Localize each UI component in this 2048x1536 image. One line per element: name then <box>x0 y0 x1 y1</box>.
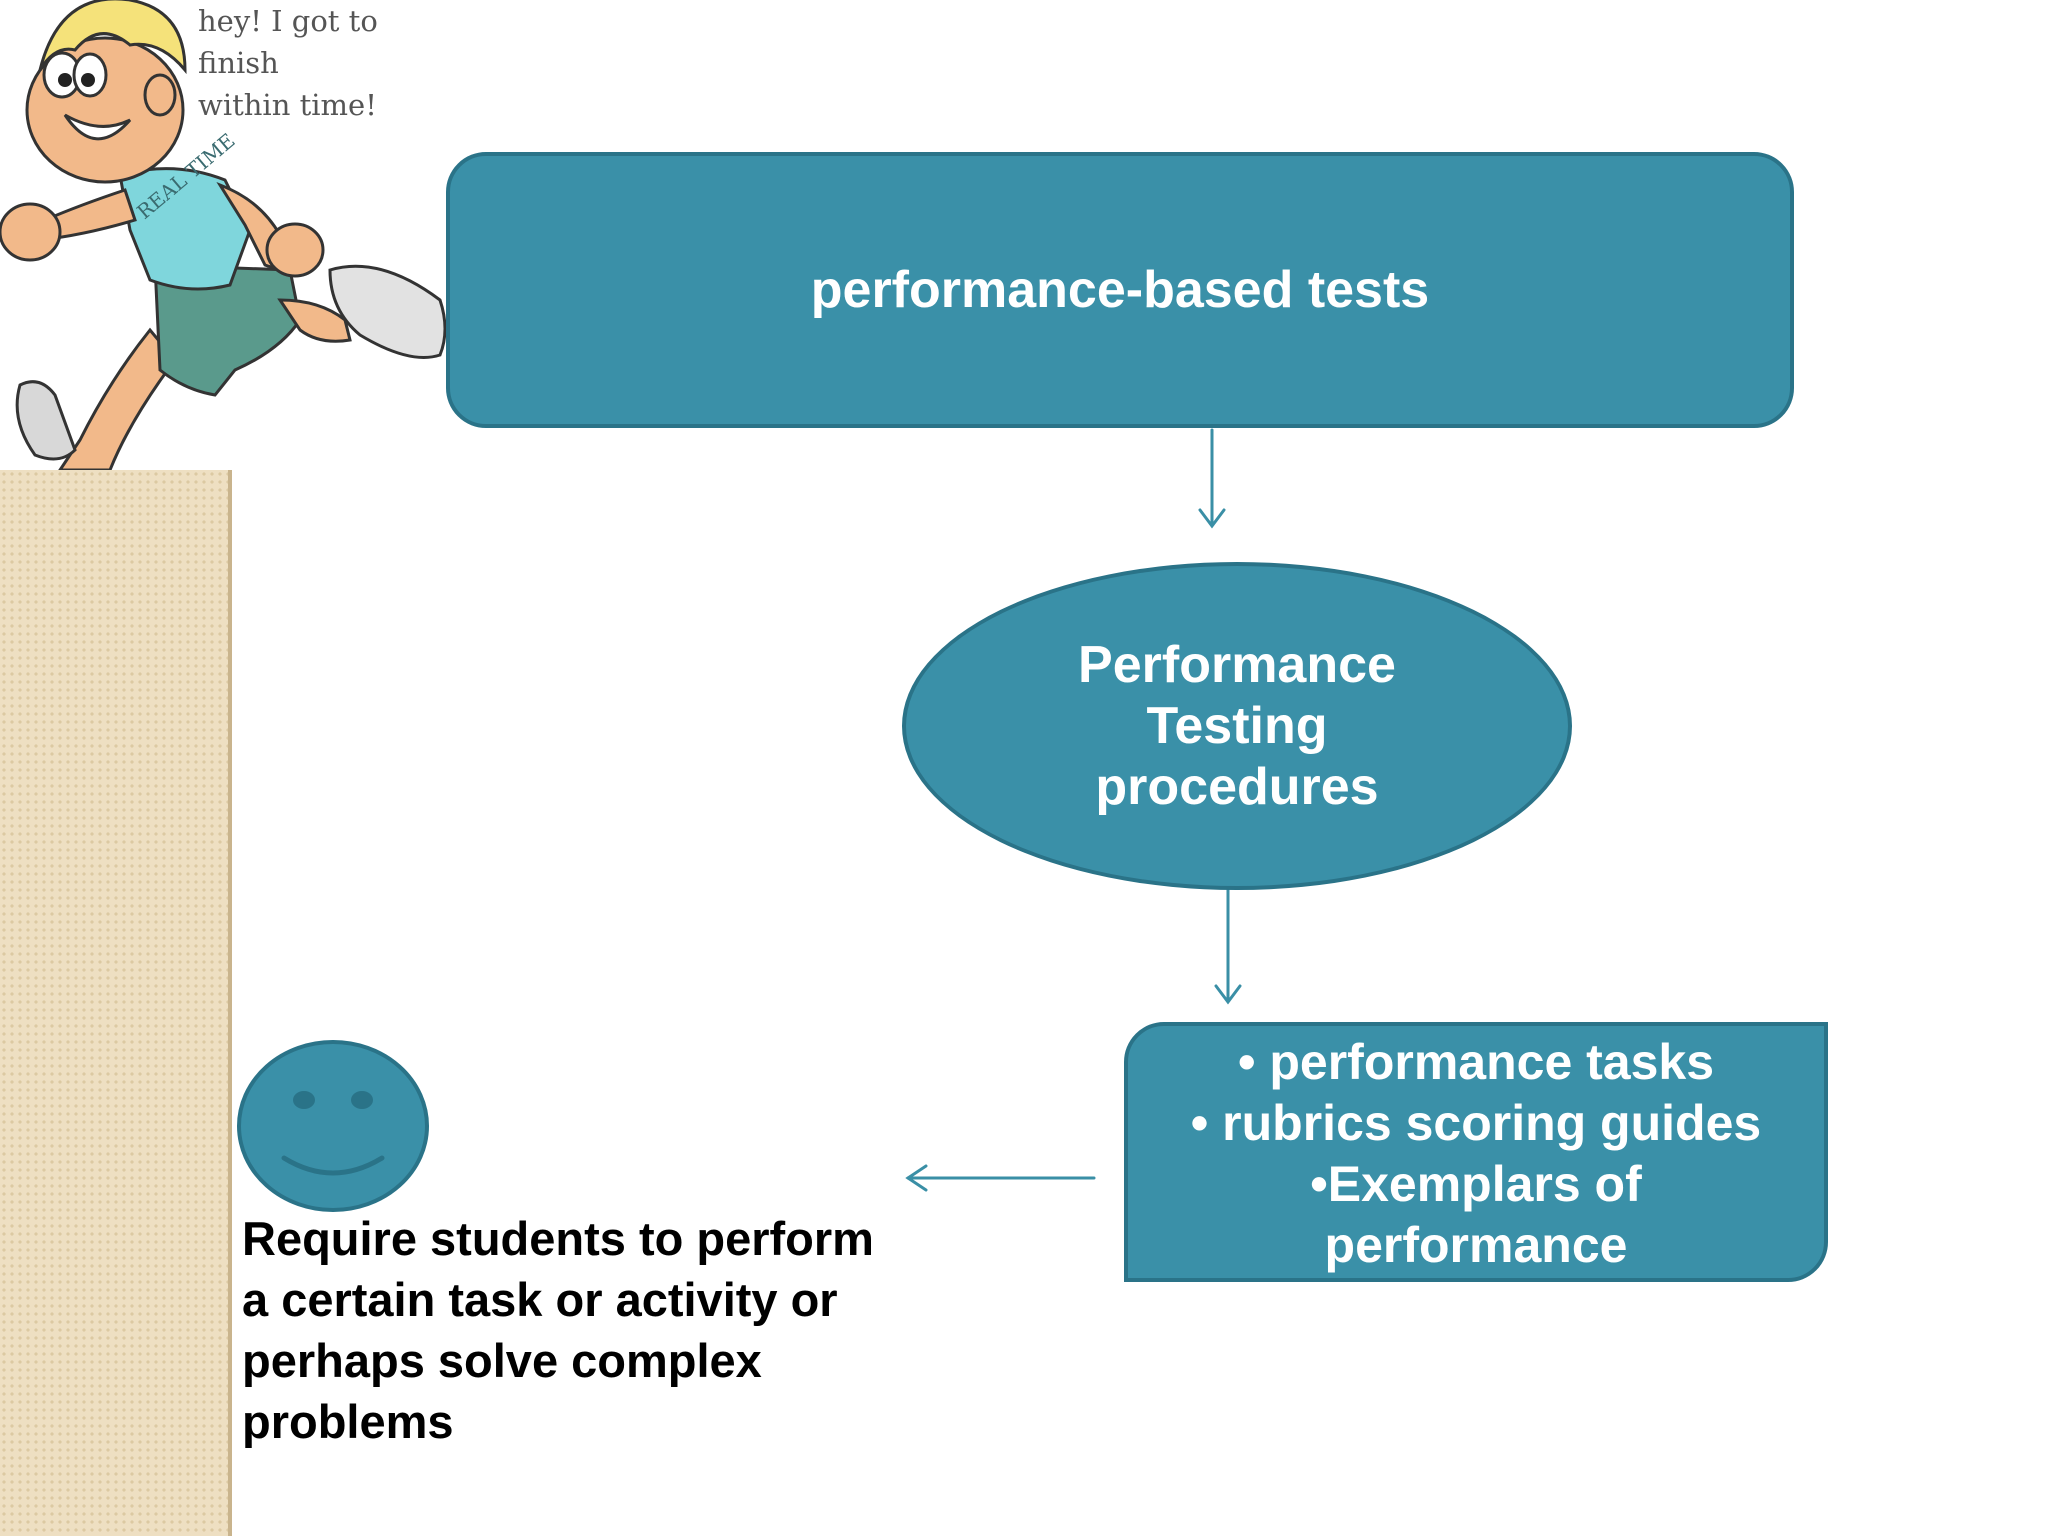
node-performance-testing-procedures: Performance Testing procedures <box>902 562 1572 890</box>
list-item: •Exemplars of <box>1310 1156 1642 1212</box>
running-boy-illustration: REAL TIME <box>0 0 447 470</box>
smiley-face-icon <box>237 1040 429 1212</box>
list-item: • performance tasks <box>1237 1034 1715 1090</box>
speech-bubble-text: hey! I got to finish within time! <box>198 4 378 122</box>
decorative-side-strip <box>0 462 232 1536</box>
list-item: • rubrics scoring guides <box>1190 1095 1762 1151</box>
node-performance-based-tests: performance-based tests <box>446 152 1794 428</box>
node-middle-label: Performance Testing procedures <box>1078 635 1396 816</box>
node-top-label: performance-based tests <box>810 261 1430 319</box>
list-item: performance <box>1324 1217 1628 1273</box>
node-procedures-list: • performance tasks • rubrics scoring gu… <box>1124 1022 1828 1282</box>
running-boy-cartoon: REAL TIME hey! I got to finish within ti… <box>0 0 450 470</box>
description-text: Require students to perform a certain ta… <box>242 1212 874 1448</box>
